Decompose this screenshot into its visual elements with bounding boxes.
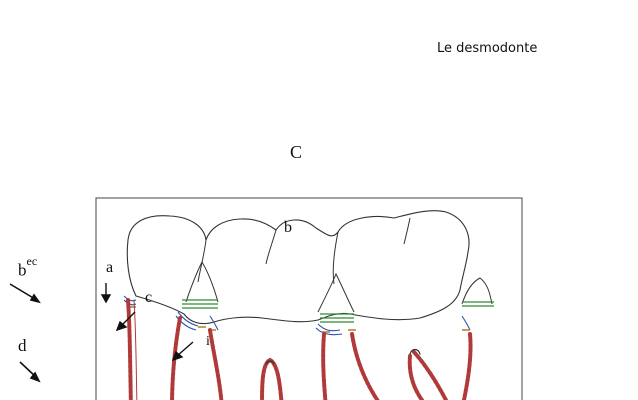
- label-b-ec-superscript: ec: [26, 254, 38, 268]
- gingival-fibers: [182, 299, 494, 323]
- arrow-a: [100, 283, 112, 304]
- arrow-root-fiber: [171, 341, 194, 362]
- root-premolar-distal: [208, 328, 224, 400]
- root-molar-mesial: [321, 332, 328, 400]
- arrow-b-ec: [9, 283, 41, 304]
- root-left-molar: [126, 298, 138, 400]
- root-right-loop: [407, 348, 449, 400]
- arrow-d: [19, 361, 41, 383]
- root-molar-distal: [350, 332, 380, 400]
- label-c: c: [145, 289, 153, 306]
- tooth-crowns-outline: [126, 210, 470, 325]
- label-d: d: [18, 336, 27, 355]
- diagram-frame: [95, 197, 523, 400]
- root-central-loop: [260, 357, 284, 400]
- label-i: i: [206, 334, 210, 349]
- label-a: a: [106, 259, 114, 276]
- label-b-crown: b: [284, 219, 292, 236]
- label-b-ec: bec: [18, 254, 37, 281]
- arrow-c-fiber: [115, 311, 136, 332]
- tooth-roots: [126, 298, 473, 400]
- root-right-end: [462, 332, 473, 400]
- alveolar-bone-crests: [185, 260, 493, 313]
- label-b-ec-base: b: [18, 260, 27, 280]
- panel-letter: C: [290, 142, 303, 162]
- document-title: Le desmodonte: [437, 41, 538, 56]
